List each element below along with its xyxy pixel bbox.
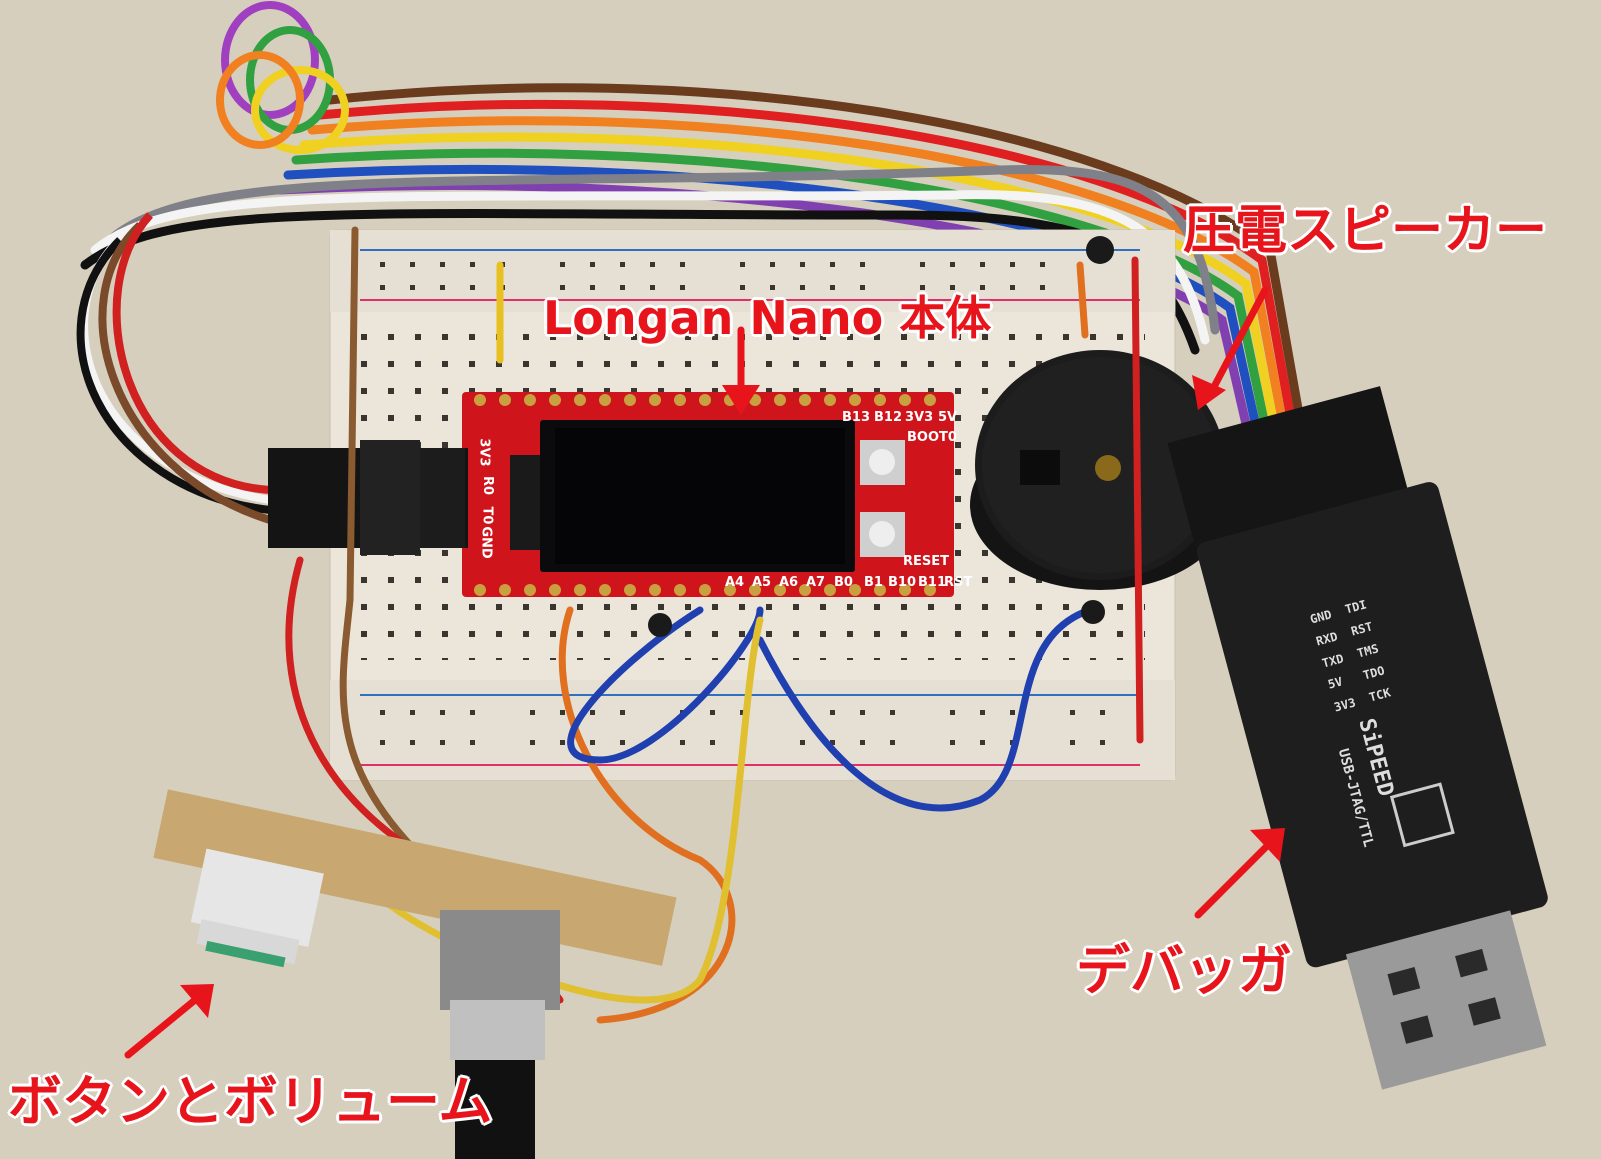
pin-side-r0: R0 xyxy=(480,475,496,496)
pin-b1: B1 xyxy=(864,575,883,590)
pin-3v3: 3V3 xyxy=(905,410,934,425)
usb-debugger xyxy=(1167,386,1548,1090)
pin-side-t0: T0 xyxy=(479,506,495,525)
reset-label: RESET xyxy=(903,554,950,569)
label-longan-nano: Longan Nano 本体 xyxy=(543,291,992,345)
pin-a4: A4 xyxy=(725,575,745,590)
pin-a6: A6 xyxy=(779,575,799,590)
longan-nano-board xyxy=(462,392,954,597)
pin-b11: B11 xyxy=(918,575,946,590)
volume-knob xyxy=(440,910,560,1159)
boot-label: BOOT0 xyxy=(907,430,957,445)
pin-side-3v3: 3V3 xyxy=(476,438,492,467)
pin-b13: B13 xyxy=(842,410,870,425)
pin-side-gnd: GND xyxy=(478,526,494,559)
piezo-speaker xyxy=(970,350,1230,590)
pin-a7: A7 xyxy=(806,575,826,590)
label-button-volume: ボタンとボリューム xyxy=(8,1070,493,1133)
annotation-arrows xyxy=(124,286,1285,1059)
pin-b12: B12 xyxy=(874,410,902,425)
label-piezo-speaker: 圧電スピーカー xyxy=(1183,201,1548,261)
pin-b0: B0 xyxy=(834,575,853,590)
label-debugger: デバッガ xyxy=(1076,939,1292,1002)
pin-b10: B10 xyxy=(888,575,916,590)
pin-a5: A5 xyxy=(752,575,772,590)
pin-header xyxy=(268,440,468,555)
pin-rst: RST xyxy=(944,575,973,590)
pin-5v: 5V xyxy=(938,410,958,425)
